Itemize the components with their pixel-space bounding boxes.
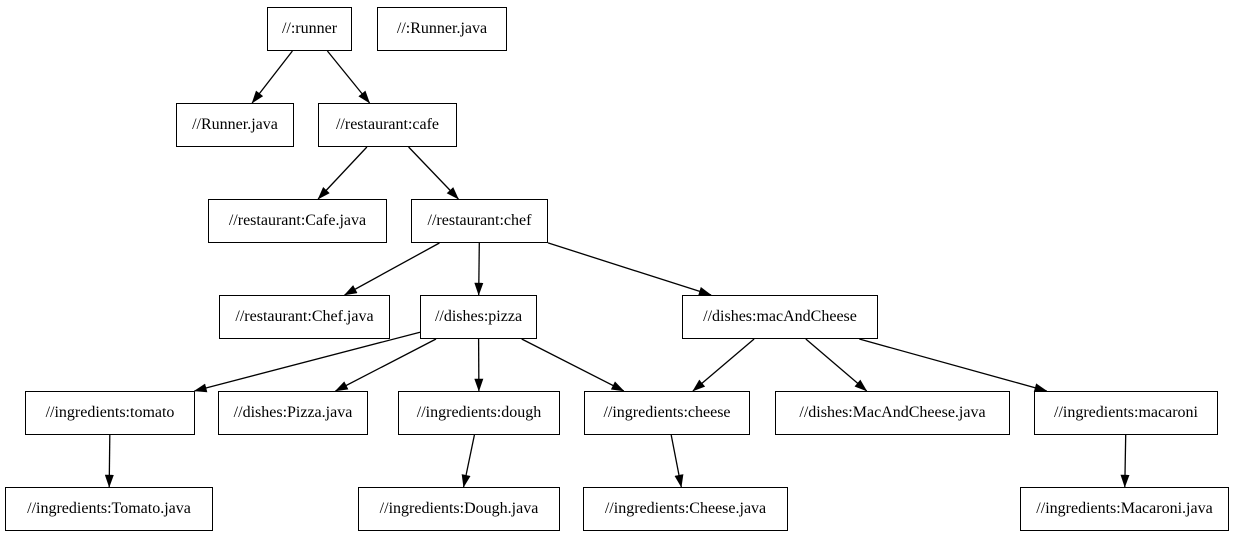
edge-chef-to-chef-java [344,242,440,296]
edge-pizza-to-pizza-java [334,338,437,392]
graph-node-cafe-java: //restaurant:Cafe.java [208,199,387,243]
graph-node-pizza-java: //dishes:Pizza.java [218,391,368,435]
graph-node-macaroni: //ingredients:macaroni [1034,391,1218,435]
graph-node-runner: //:runner [267,7,352,51]
graph-node-chef-java: //restaurant:Chef.java [219,295,390,339]
edge-chef-to-mac-and-cheese [547,242,712,296]
edge-pizza-to-tomato [193,331,421,393]
graph-node-pizza: //dishes:pizza [420,295,537,339]
graph-node-tomato-java: //ingredients:Tomato.java [5,487,213,531]
edge-cafe-to-chef [408,146,459,200]
edge-mac-and-cheese-to-mac-and-cheese-java [805,338,868,392]
graph-node-cheese-java: //ingredients:Cheese.java [583,487,788,531]
graph-node-runner-java: //Runner.java [176,103,294,147]
edge-mac-and-cheese-to-cheese [692,338,755,392]
graph-node-cafe: //restaurant:cafe [318,103,457,147]
graph-node-tomato: //ingredients:tomato [25,391,195,435]
edge-cafe-to-cafe-java [317,146,368,200]
edge-pizza-to-cheese [521,338,625,392]
graph-node-mac-and-cheese: //dishes:macAndCheese [682,295,878,339]
edge-dough-to-dough-java [461,434,476,488]
edge-cheese-to-cheese-java [670,434,684,488]
edge-mac-and-cheese-to-macaroni [859,338,1048,393]
graph-node-macaroni-java: //ingredients:Macaroni.java [1020,487,1229,531]
graph-node-mac-and-cheese-java: //dishes:MacAndCheese.java [775,391,1010,435]
edge-chef-to-pizza [474,242,484,296]
graph-node-cheese: //ingredients:cheese [584,391,750,435]
graph-node-dough: //ingredients:dough [398,391,560,435]
edge-runner-to-cafe [326,50,371,104]
edge-runner-to-runner-java [251,50,293,104]
graph-node-dough-java: //ingredients:Dough.java [358,487,560,531]
edge-tomato-to-tomato-java [104,434,114,488]
edge-macaroni-to-macaroni-java [1120,434,1130,488]
graph-node-chef: //restaurant:chef [411,199,548,243]
graph-node-runner-java-top: //:Runner.java [377,7,507,51]
